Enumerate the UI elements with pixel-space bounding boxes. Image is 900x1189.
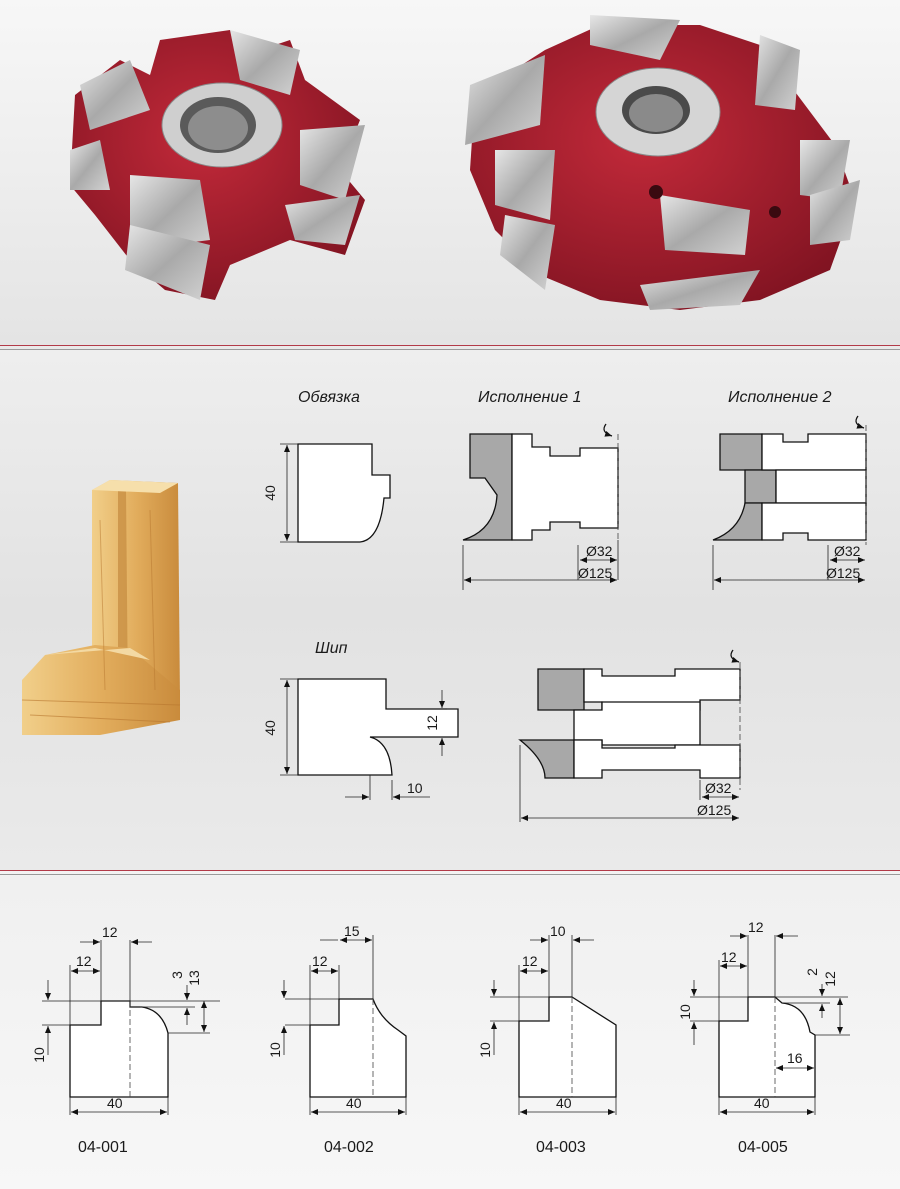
dim-right-a: 3 (169, 971, 185, 979)
dim-outer: Ø125 (826, 565, 860, 581)
dim-top-b: 12 (522, 953, 538, 969)
title-obvyazka: Обвязка (298, 389, 360, 406)
profile-04-003: 10 12 10 40 04-003 (477, 923, 617, 1156)
dim-left: 10 (677, 1004, 693, 1020)
dim-left: 10 (477, 1042, 493, 1058)
profile-ispolnenie2: Исполнение 2 Ø32 Ø125 (712, 389, 867, 590)
section-divider (0, 870, 900, 876)
dim-outer: Ø125 (578, 565, 612, 581)
wood-joint-image (21, 480, 181, 735)
dim-width: 40 (754, 1095, 770, 1111)
dim-top-b: 12 (312, 953, 328, 969)
profile-code: 04-002 (324, 1139, 374, 1156)
title-ispolnenie1: Исполнение 1 (478, 389, 581, 406)
dim-width: 40 (556, 1095, 572, 1111)
cutter-right-image (465, 15, 860, 310)
profile-code: 04-005 (738, 1139, 788, 1156)
dim-top-a: 10 (550, 923, 566, 939)
dim-left: 10 (31, 1047, 47, 1063)
dim-outer: Ø125 (697, 802, 731, 818)
profile-ship: Шип 40 12 10 (262, 640, 459, 800)
dim-height: 40 (262, 485, 278, 501)
dim-bore: Ø32 (705, 780, 732, 796)
dim-right-a: 2 (804, 968, 820, 976)
profile-code: 04-003 (536, 1139, 586, 1156)
dim-top-a: 12 (102, 924, 118, 940)
profile-04-002: 15 12 10 40 04-002 (267, 923, 407, 1156)
dim-height: 40 (262, 720, 278, 736)
section-divider (0, 345, 900, 351)
dim-top-a: 12 (748, 919, 764, 935)
title-ispolnenie2: Исполнение 2 (728, 389, 832, 406)
dim-offset: 10 (407, 780, 423, 796)
profile-ship-cutter: Ø32 Ø125 (518, 649, 741, 822)
dim-width: 40 (107, 1095, 123, 1111)
dim-right-b: 13 (186, 970, 202, 986)
dim-right-b: 12 (822, 971, 838, 987)
title-ship: Шип (315, 640, 348, 657)
dim-top-b: 12 (721, 949, 737, 965)
dim-bore: Ø32 (586, 543, 613, 559)
profile-obvyazka: Обвязка 40 (262, 389, 391, 543)
dim-tenon: 12 (424, 715, 440, 731)
dim-inner: 16 (787, 1050, 803, 1066)
dim-bore: Ø32 (834, 543, 861, 559)
dim-left: 10 (267, 1042, 283, 1058)
cutter-left-image (70, 30, 365, 300)
profile-ispolnenie1: Исполнение 1 Ø32 Ø125 (462, 389, 619, 590)
dim-top-a: 15 (344, 923, 360, 939)
dim-width: 40 (346, 1095, 362, 1111)
profile-04-001: 12 12 10 3 13 40 04-001 (31, 924, 220, 1156)
profile-code: 04-001 (78, 1139, 128, 1156)
dim-top-b: 12 (76, 953, 92, 969)
profile-04-005: 12 12 10 2 12 16 40 04-005 (677, 919, 850, 1156)
